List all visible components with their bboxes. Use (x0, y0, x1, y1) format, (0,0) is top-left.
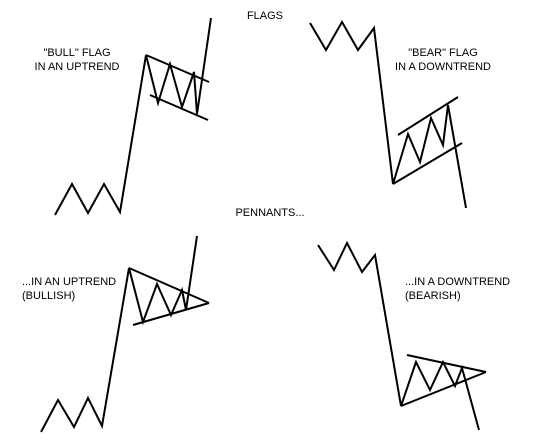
bull-flag-upper-boundary (145, 54, 210, 83)
pennant-down-upper-boundary (406, 354, 487, 373)
pennant-up-label-line-1: ...IN AN UPTREND (22, 276, 117, 288)
pennants-title-text: PENNANTS... (235, 207, 305, 219)
bear-flag-label-line-1: "BEAR" FLAG (408, 47, 478, 59)
bear-flag-price-line (309, 19, 467, 209)
pennant-up-lower-boundary (132, 302, 210, 326)
pennant-up-label: ...IN AN UPTREND (BULLISH) (22, 275, 116, 303)
pennant-down-label-line-2: (BEARISH) (405, 290, 461, 302)
pennant-down-lower-boundary (400, 371, 487, 407)
bear-flag-label: "BEAR" FLAG IN A DOWNTREND (388, 46, 498, 74)
flags-title: FLAGS (235, 9, 295, 23)
bear-flag-lower-boundary (392, 142, 463, 185)
bull-flag-label-line-2: IN AN UPTREND (34, 61, 120, 73)
pennant-down-price-line (317, 240, 480, 431)
bear-flag-upper-boundary (397, 96, 459, 136)
pennant-up-upper-boundary (128, 267, 210, 304)
flags-title-text: FLAGS (246, 10, 284, 22)
pennants-title: PENNANTS... (225, 206, 315, 220)
pennant-up-price-line (40, 235, 198, 433)
bull-flag-lower-boundary (149, 94, 209, 121)
bear-flag-label-line-2: IN A DOWNTREND (395, 61, 491, 73)
pennant-down-label: ...IN A DOWNTREND (BEARISH) (405, 275, 510, 303)
bull-flag-price-line (54, 17, 212, 216)
pennant-down-label-line-1: ...IN A DOWNTREND (405, 276, 511, 288)
bull-flag-label-line-1: "BULL" FLAG (43, 47, 111, 59)
pennant-up-label-line-2: (BULLISH) (22, 290, 76, 302)
bull-flag-label: "BULL" FLAG IN AN UPTREND (22, 46, 132, 74)
